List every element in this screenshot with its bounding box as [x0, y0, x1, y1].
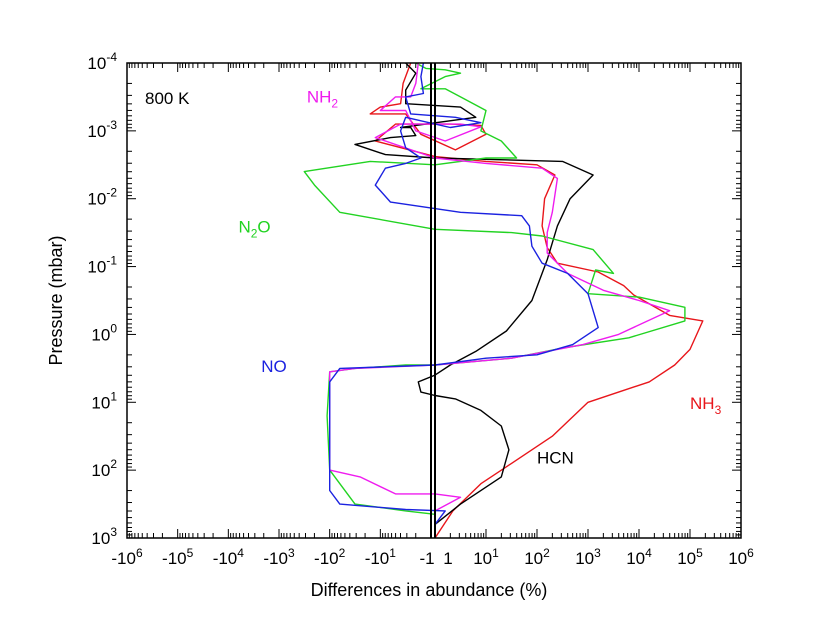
series-label-no: NO [261, 357, 287, 376]
x-tick-label: 101 [473, 546, 499, 568]
y-tick-label: 103 [91, 525, 117, 548]
plot-frame [126, 62, 742, 539]
series-line-no [329, 62, 599, 525]
x-tick-label: 106 [728, 546, 754, 568]
series-label-nh3: NH3 [690, 394, 722, 417]
y-axis-label: Pressure (mbar) [46, 235, 66, 365]
y-tick-label: 10-1 [87, 254, 117, 277]
x-tick-label: 105 [677, 546, 703, 568]
x-tick-label: -106 [111, 546, 143, 568]
x-tick-labels: -106 -105 -104 -103 -102 -101 -1 1 101 102 103 104 1… [111, 546, 754, 568]
x-tick-label: 103 [575, 546, 601, 568]
x-tick-label: -105 [162, 546, 194, 568]
series-label-nh2: NH2 [307, 87, 339, 110]
series-lines [303, 62, 704, 539]
y-tick-label: 101 [91, 389, 117, 412]
y-tick-label: 10-3 [87, 118, 117, 141]
x-tick-label: 102 [524, 546, 550, 568]
x-tick-label: 104 [626, 546, 652, 568]
x-tick-label: -104 [213, 546, 245, 568]
minor-ticks [127, 62, 741, 538]
x-axis-label: Differences in abundance (%) [311, 580, 548, 600]
series-label-n2o: N2O [238, 218, 270, 241]
x-tick-label: -103 [263, 546, 295, 568]
y-tick-labels: 10-4 10-3 10-2 10-1 100 101 102 103 [87, 50, 117, 548]
series-line-hcn [354, 62, 594, 525]
series-line-nh2 [329, 62, 671, 512]
x-tick-label: -101 [365, 546, 397, 568]
x-tick-label: -102 [314, 546, 346, 568]
x-tick-label: -1 [419, 549, 434, 568]
series-line-nh3 [369, 62, 704, 539]
y-tick-label: 102 [91, 457, 117, 480]
x-tick-label: 1 [443, 549, 452, 568]
y-tick-label: 10-2 [87, 186, 117, 209]
y-tick-label: 100 [91, 321, 117, 344]
y-tick-label: 10-4 [87, 50, 117, 73]
series-label-hcn: HCN [537, 448, 574, 467]
temperature-annotation: 800 K [145, 89, 190, 108]
